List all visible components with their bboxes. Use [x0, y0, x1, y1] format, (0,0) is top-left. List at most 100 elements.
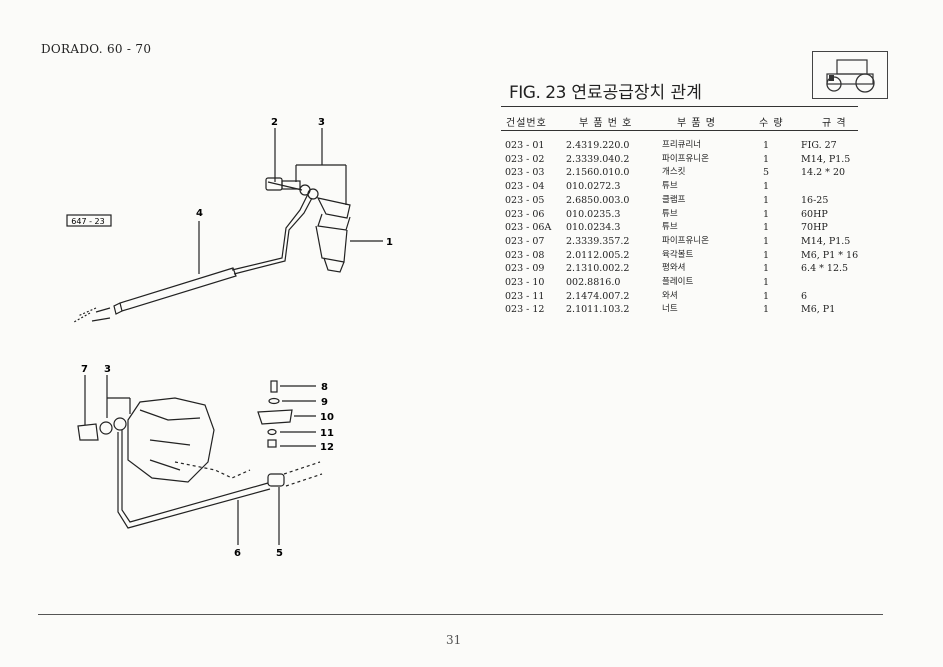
callout-5: 5: [276, 548, 283, 559]
callout-12: 12: [320, 442, 334, 453]
cell-part-name: 너트: [662, 304, 678, 315]
table-row: 023 - 08 2.0112.005.2 육각볼트 1 M6, P1 * 16: [505, 249, 871, 263]
cell-part-number: 2.1560.010.0: [566, 167, 630, 179]
cell-code: 023 - 03: [505, 167, 545, 179]
cell-part-name: 파이프유니온: [662, 235, 709, 246]
column-header-spec: 규 격: [822, 118, 847, 129]
table-row: 023 - 05 2.6850.003.0 클램프 1 16-25: [505, 194, 871, 208]
cell-spec: 6.4 * 12.5: [801, 263, 849, 275]
cell-spec: 14.2 * 20: [801, 167, 846, 179]
cell-spec: M6, P1 * 16: [801, 249, 859, 261]
cell-part-name: 와셔: [662, 290, 678, 301]
cell-code: 023 - 05: [505, 194, 545, 206]
column-header-part-name: 부 품 명: [677, 118, 716, 129]
cell-quantity: 1: [763, 140, 770, 151]
table-top-rule: [501, 106, 858, 107]
table-row: 023 - 06 010.0235.3 튜브 1 60HP: [505, 208, 871, 222]
table-row: 023 - 06A 010.0234.3 튜브 1 70HP: [505, 221, 871, 235]
cell-quantity: 5: [763, 167, 770, 179]
callout-11: 11: [320, 428, 334, 439]
cell-part-number: 2.1474.007.2: [566, 290, 630, 302]
cell-quantity: 1: [763, 222, 770, 234]
cell-part-number: 2.1011.103.2: [566, 304, 630, 316]
cell-spec: 6: [801, 290, 808, 302]
figure-name: 연료공급장치 관계: [571, 83, 702, 103]
cell-code: 023 - 01: [505, 140, 545, 151]
callout-9: 9: [321, 397, 328, 408]
cell-code: 023 - 12: [505, 304, 545, 316]
callout-1: 1: [386, 237, 393, 248]
tractor-icon: [812, 51, 888, 99]
cell-part-name: 평와셔: [662, 263, 686, 274]
cell-part-name: 플레이트: [662, 277, 694, 288]
cell-quantity: 1: [763, 249, 770, 261]
cell-part-name: 개스킷: [662, 167, 686, 178]
callout-3-bottom: 3: [104, 364, 111, 375]
cell-part-number: 2.6850.003.0: [566, 194, 630, 206]
column-header-code: 건설번호: [506, 118, 547, 129]
callout-3-top: 3: [318, 117, 325, 128]
cell-quantity: 1: [763, 181, 770, 193]
table-row: 023 - 10 002.8816.0 플레이트 1: [505, 276, 871, 290]
cell-part-name: 육각볼트: [662, 249, 694, 260]
cell-spec: M14, P1.5: [801, 153, 851, 165]
cell-quantity: 1: [763, 277, 770, 289]
figure-number: FIG. 23: [509, 83, 566, 103]
cell-quantity: 1: [763, 194, 770, 206]
cell-code: 023 - 02: [505, 153, 545, 165]
cell-part-name: 튜브: [662, 208, 678, 219]
cell-quantity: 1: [763, 235, 770, 247]
callout-10: 10: [320, 412, 334, 423]
column-header-quantity: 수 량: [759, 118, 784, 129]
cell-part-number: 2.1310.002.2: [566, 263, 630, 275]
cell-code: 023 - 04: [505, 181, 545, 193]
callout-8: 8: [321, 382, 328, 393]
reference-tag-box: [66, 214, 112, 227]
cell-quantity: 1: [763, 263, 770, 275]
footer-rule: [38, 614, 883, 615]
cell-part-number: 010.0272.3: [566, 181, 621, 193]
cell-quantity: 1: [763, 208, 770, 220]
cell-code: 023 - 08: [505, 249, 545, 261]
cell-part-name: 파이프유니온: [662, 153, 709, 164]
column-header-part-number: 부 품 번 호: [579, 118, 633, 129]
cell-part-number: 2.4319.220.0: [566, 140, 630, 151]
table-row: 023 - 11 2.1474.007.2 와셔 1 6: [505, 290, 871, 304]
cell-quantity: 1: [763, 290, 770, 302]
cell-spec: 16-25: [801, 194, 829, 206]
cell-code: 023 - 06: [505, 208, 545, 220]
table-row: 023 - 12 2.1011.103.2 너트 1 M6, P1: [505, 303, 871, 317]
cell-spec: 60HP: [801, 208, 828, 220]
cell-part-number: 002.8816.0: [566, 277, 621, 289]
cell-quantity: 1: [763, 153, 770, 165]
cell-quantity: 1: [763, 304, 770, 316]
reference-tag: 647 - 23: [71, 217, 104, 226]
cell-spec: 70HP: [801, 222, 828, 234]
cell-part-number: 010.0235.3: [566, 208, 621, 220]
model-name: DORADO. 60 - 70: [41, 42, 152, 56]
table-row: 023 - 02 2.3339.040.2 파이프유니온 1 M14, P1.5: [505, 153, 871, 167]
table-row: 023 - 03 2.1560.010.0 개스킷 5 14.2 * 20: [505, 166, 871, 180]
figure-title: FIG. 23 연료공급장치 관계: [509, 78, 702, 103]
cell-part-name: 튜브: [662, 222, 678, 233]
callout-2: 2: [271, 117, 278, 128]
cell-part-name: 튜브: [662, 181, 678, 192]
cell-code: 023 - 10: [505, 277, 545, 289]
cell-part-name: 클램프: [662, 194, 686, 205]
cell-spec: M6, P1: [801, 304, 836, 316]
callout-6: 6: [234, 548, 241, 559]
cell-part-name: 프리큐리너: [662, 140, 702, 150]
page-number: 31: [446, 633, 462, 647]
cell-code: 023 - 06A: [505, 222, 552, 234]
cell-part-number: 2.0112.005.2: [566, 249, 630, 261]
cell-part-number: 010.0234.3: [566, 222, 621, 234]
cell-code: 023 - 11: [505, 290, 545, 302]
callout-7: 7: [81, 364, 88, 375]
cell-part-number: 2.3339.040.2: [566, 153, 630, 165]
cell-spec: M14, P1.5: [801, 235, 851, 247]
